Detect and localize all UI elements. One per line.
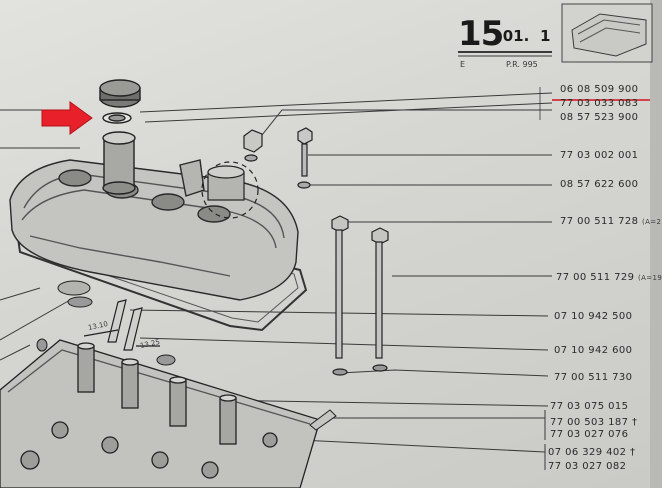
seal-ring <box>67 296 93 308</box>
guide-tubes <box>83 299 160 351</box>
part-number: 07 10 942 500 <box>554 311 633 322</box>
small-seal <box>36 338 48 352</box>
cap-seal <box>57 280 91 296</box>
part-number: 08 57 523 900 <box>560 112 639 123</box>
part-number: 07 10 942 600 <box>554 345 633 356</box>
part-number: 07 06 329 402 † <box>548 447 636 458</box>
cover-screw <box>297 127 313 189</box>
lang-code: E <box>460 60 466 69</box>
pr-code: P.R. 995 <box>506 60 538 69</box>
part-number: 77 03 075 015 <box>550 401 629 412</box>
part-number: 77 00 503 187 † <box>550 417 638 428</box>
studs <box>331 215 389 376</box>
breather <box>201 161 259 219</box>
cover-nut <box>243 129 263 162</box>
part-number-highlighted: 77 03 033 083 <box>560 98 639 109</box>
dowel <box>309 409 337 431</box>
part-number: 77 03 002 001 <box>560 150 639 161</box>
part-number: 77 03 027 082 <box>548 461 627 472</box>
section-index: 1 <box>540 27 551 45</box>
oil-filler <box>99 79 141 195</box>
section-number: 15 <box>458 14 504 54</box>
section-sub: .01. <box>497 27 530 45</box>
part-number: 08 57 622 600 <box>560 179 639 190</box>
red-arrow-icon <box>41 101 93 135</box>
part-number: 77 00 511 728 (A=2 <box>560 216 662 227</box>
valve-cover <box>9 159 299 301</box>
part-number: 77 03 027 076 <box>550 429 629 440</box>
part-number: 06 08 509 900 <box>560 84 639 95</box>
plug <box>156 354 176 366</box>
part-number: 77 00 511 729 (A=19 <box>556 272 662 283</box>
cylinder-head <box>0 339 321 488</box>
part-number: 77 00 511 730 <box>554 372 633 383</box>
